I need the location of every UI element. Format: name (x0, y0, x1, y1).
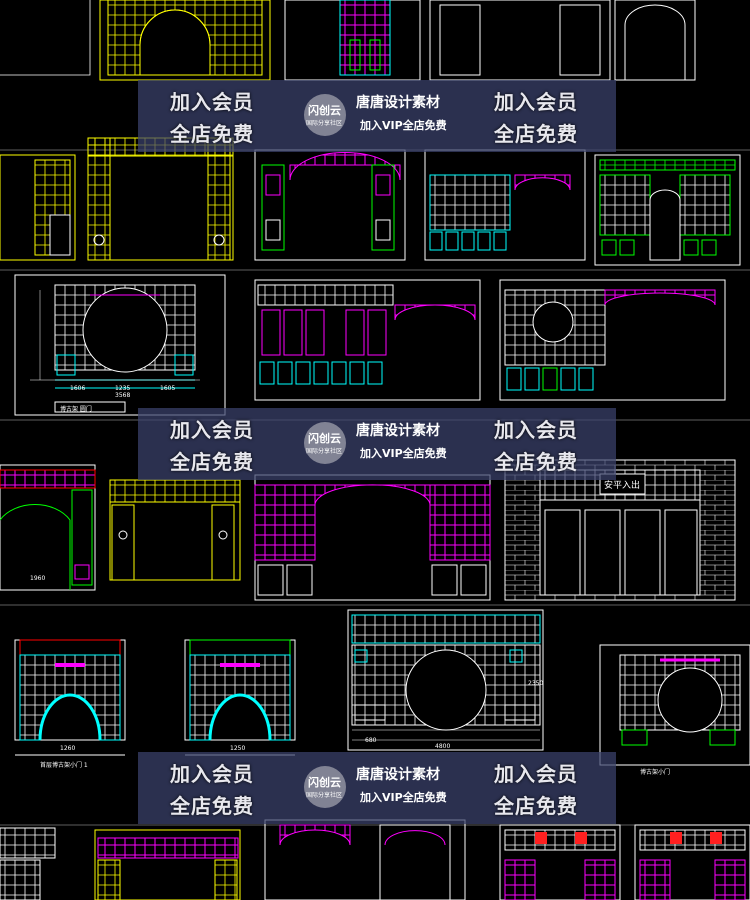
drawing-yellow-frame-door (109, 479, 241, 581)
caption-small-door: 博古架小门 (640, 769, 671, 776)
watermark-brand: 唐唐设计素材 (356, 95, 440, 111)
watermark-logo (304, 422, 346, 464)
watermark-brand: 唐唐设计素材 (356, 423, 440, 439)
watermark-right-line1: 加入会员 (494, 418, 578, 442)
watermark-right-line2: 全店免费 (494, 122, 578, 146)
watermark-logo (304, 94, 346, 136)
drawing-open-frame-yellow (87, 137, 234, 261)
watermark-left-line2: 全店免费 (170, 122, 254, 146)
dimension-label: 1606 (70, 385, 86, 392)
watermark-logo-name: 闪创云 (308, 776, 341, 789)
drawing-moon-gate-right (599, 644, 750, 766)
watermark-right-line1: 加入会员 (494, 762, 578, 786)
drawing-moon-window-partition (499, 279, 726, 401)
drawing-screen-panels (254, 149, 406, 261)
watermark-vip: 加入VIP全店免费 (360, 119, 447, 132)
watermark-left-line2: 全店免费 (170, 794, 254, 818)
watermark-right-line1: 加入会员 (494, 90, 578, 114)
drawing-cabinet-left (0, 154, 76, 261)
drawing-bottom-left-lattice (0, 827, 56, 900)
drawing-corner-lines-top-left (0, 0, 91, 76)
watermark-right-line2: 全店免费 (494, 450, 578, 474)
drawing-bottom-yellow-frame (94, 829, 241, 900)
drawing-moon-gate-cyan-large (347, 609, 544, 751)
drawing-bottom-red-screens (499, 824, 750, 900)
watermark-logo-name: 闪创云 (308, 104, 341, 117)
dimension-label: 4800 (435, 743, 451, 750)
watermark-banner-1: 加入会员 全店免费 闪创云 国际分享社区 唐唐设计素材 加入VIP全店免费 加入… (138, 80, 616, 152)
dimension-label: 1260 (60, 745, 76, 752)
watermark-left-line1: 加入会员 (170, 418, 254, 442)
watermark-left-line1: 加入会员 (170, 762, 254, 786)
drawing-arch-cyan-1 (14, 639, 126, 756)
drawing-green-screen (594, 154, 741, 266)
watermark-logo-name: 闪创云 (308, 432, 341, 445)
watermark-banner-3: 加入会员 全店免费 闪创云 国际分享社区 唐唐设计素材 加入VIP全店免费 加入… (138, 752, 616, 824)
caption-round-door: 博古架 圆门 (60, 406, 92, 413)
drawing-arch-cyan-2 (184, 639, 296, 756)
watermark-left-line1: 加入会员 (170, 90, 254, 114)
watermark-left-line2: 全店免费 (170, 450, 254, 474)
plaque-text: 安平入出 (604, 481, 641, 491)
drawing-lattice-wall-cyan (424, 149, 586, 261)
watermark-logo (304, 766, 346, 808)
dimension-label: 1250 (230, 745, 246, 752)
drawing-partition-top (284, 0, 421, 81)
drawing-arch-door-green (0, 464, 96, 591)
watermark-banner-2: 加入会员 全店免费 闪创云 国际分享社区 唐唐设计素材 加入VIP全店免费 加入… (138, 408, 616, 480)
drawing-gate-top-right (429, 0, 696, 81)
watermark-right-line2: 全店免费 (494, 794, 578, 818)
dimension-label: 1235 (115, 385, 131, 392)
watermark-brand: 唐唐设计素材 (356, 767, 440, 783)
watermark-logo-sub: 国际分享社区 (306, 792, 343, 799)
dimension-label: 3568 (115, 392, 131, 399)
watermark-logo-sub: 国际分享社区 (306, 120, 343, 127)
dimension-label: 2350 (528, 680, 544, 687)
dimension-label: 680 (365, 737, 377, 744)
drawing-moon-gate-elevation-1 (14, 274, 226, 416)
watermark-vip: 加入VIP全店免费 (360, 791, 447, 804)
drawing-long-partition-magenta (254, 279, 481, 401)
caption-first-floor-door: 首层博古架小门 1 (40, 762, 88, 769)
dimension-label: 1960 (30, 575, 46, 582)
watermark-logo-sub: 国际分享社区 (306, 448, 343, 455)
drawing-bottom-magenta-carving (264, 819, 466, 900)
drawing-round-door-yellow-top (99, 0, 271, 81)
drawing-magenta-screen-wide (254, 474, 491, 601)
dimension-label: 1605 (160, 385, 176, 392)
drawing-brick-wall-door (504, 459, 736, 601)
watermark-vip: 加入VIP全店免费 (360, 447, 447, 460)
